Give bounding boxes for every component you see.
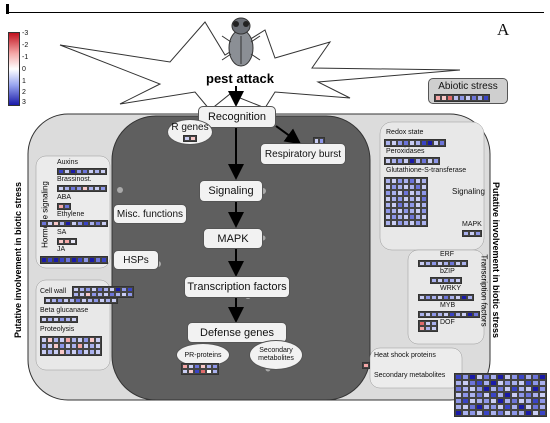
bzip-label: bZIP — [440, 268, 455, 275]
signaling-right-label: Signaling — [452, 187, 485, 196]
heatmap-hsp — [362, 362, 370, 369]
pest-attack-label: pest attack — [206, 71, 274, 86]
auxins-label: Auxins — [57, 159, 79, 166]
top-rule — [6, 12, 544, 13]
arrow-recognition-to-burst — [275, 125, 302, 145]
dof-label: DOF — [440, 319, 455, 326]
secondary-metabolites-label-line2: metabolites — [258, 355, 294, 362]
respiratory-burst-box: Respiratory burst — [260, 143, 346, 165]
bug-illustration — [221, 17, 261, 67]
heatmap-peroxidases — [384, 157, 440, 165]
heatmap-mapk-right — [462, 230, 482, 237]
ethylene-label: Ethylene — [57, 211, 85, 218]
heatmap-cell-wall-2 — [44, 297, 118, 304]
heatmap-dof — [418, 320, 438, 332]
heatmap-r-genes — [183, 135, 197, 142]
secondary-metabolites-label-line1: Secondary — [259, 347, 293, 354]
hormone-panel — [35, 155, 111, 269]
hsps-box: HSPs — [113, 250, 159, 270]
corner-mark — [6, 4, 9, 14]
heatmap-erf — [418, 260, 468, 267]
panel-letter: A — [497, 20, 510, 39]
side-label-left: Putative involvement in biotic stress — [13, 181, 23, 339]
defense-genes-box: Defense genes — [187, 322, 287, 343]
heatmap-proteolysis — [40, 336, 102, 356]
heatmap-ethylene — [40, 220, 108, 227]
heatmap-signaling-right — [384, 177, 428, 227]
heatmap-secondary-metabolites — [454, 373, 547, 417]
beta-glucanase-label: Beta glucanase — [40, 307, 89, 314]
brassinost-label: Brassinost. — [57, 176, 92, 183]
wrky-label: WRKY — [440, 285, 461, 292]
heatmap-myb — [418, 311, 480, 318]
legend-tick: 3 — [22, 99, 26, 106]
heatmap-abiotic — [434, 94, 490, 102]
r-genes-label: R genes — [171, 122, 209, 133]
hsp-panel — [369, 347, 463, 389]
heatmap-pr-proteins — [181, 363, 219, 375]
legend-colorbar — [8, 32, 20, 106]
glutathione-label: Glutathione-S-transferase — [386, 167, 467, 174]
heatmap-ja — [40, 256, 108, 264]
legend-tick: 1 — [22, 78, 26, 85]
sa-label: SA — [57, 229, 67, 236]
legend-tick: 2 — [22, 89, 26, 96]
heatmap-redox — [384, 139, 446, 147]
legend-tick: 0 — [22, 66, 26, 73]
side-label-right: Putative involvement in biotic stress — [491, 181, 501, 339]
legend-tick: -3 — [22, 30, 29, 37]
heatmap-bzip — [430, 277, 462, 284]
ja-label: JA — [57, 246, 66, 253]
misc-functions-box: Misc. functions — [113, 204, 187, 224]
heatmap-auxins — [57, 168, 107, 175]
legend-tick: -1 — [22, 54, 29, 61]
cell-wall-label: Cell wall — [40, 288, 67, 295]
transcription-factors-box: Transcription factors — [184, 276, 290, 298]
heatmap-beta-glucanase — [40, 316, 78, 323]
recognition-box: Recognition — [198, 106, 276, 128]
erf-label: ERF — [440, 251, 454, 258]
proteolysis-label: Proteolysis — [40, 326, 75, 333]
signaling-box: Signaling — [199, 180, 263, 202]
myb-label: MYB — [440, 302, 456, 309]
heatmap-aba — [57, 203, 71, 210]
heatmap-wrky — [418, 294, 474, 301]
aba-label: ABA — [57, 194, 72, 201]
redox-state-label: Redox state — [386, 129, 424, 136]
heatmap-sa — [57, 238, 77, 245]
peroxidases-label: Peroxidases — [386, 148, 425, 155]
transcription-factors-right-label: Transcription factors — [479, 254, 489, 327]
abiotic-stress-label: Abiotic stress — [438, 81, 498, 92]
mapk-right-label: MAPK — [462, 221, 482, 228]
heatmap-brassinost — [57, 185, 107, 192]
pest-attack-starburst — [59, 21, 461, 111]
secondary-metabolites-right-label: Secondary metabolites — [374, 372, 446, 379]
connector-dot — [117, 187, 123, 193]
secondary-metabolites-oval: Secondary metabolites — [249, 340, 303, 370]
mapk-box: MAPK — [203, 228, 263, 249]
heat-shock-proteins-label: Heat shock proteins — [374, 352, 436, 359]
legend-tick: -2 — [22, 42, 29, 49]
hormone-signaling-label: Hormone signaling — [40, 181, 50, 248]
pr-proteins-label: PR-proteins — [184, 351, 222, 359]
